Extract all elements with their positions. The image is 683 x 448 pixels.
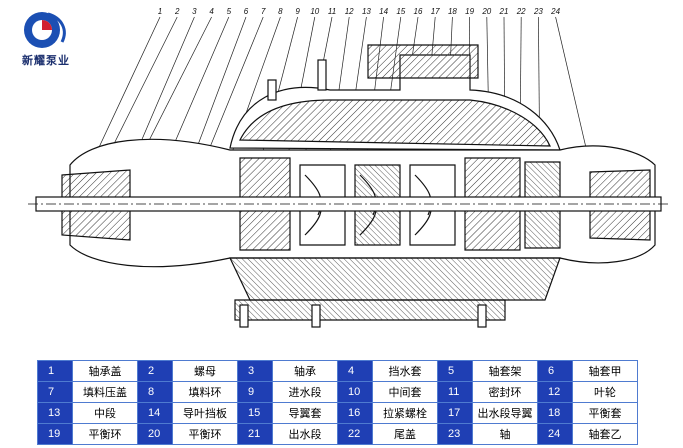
logo-mark-icon (24, 12, 66, 48)
callout-number-15: 15 (396, 7, 405, 16)
callout-number-9: 9 (295, 7, 300, 16)
legend-part-name: 密封环 (472, 381, 538, 403)
legend-part-number: 7 (37, 381, 73, 403)
legend-part-number: 15 (237, 402, 273, 424)
callout-number-8: 8 (278, 7, 283, 16)
legend-part-name: 轴承 (272, 360, 338, 382)
legend-part-name: 拉紧螺栓 (372, 402, 438, 424)
callout-number-22: 22 (516, 7, 526, 16)
callout-number-19: 19 (465, 7, 474, 16)
legend-part-number: 1 (37, 360, 73, 382)
callout-number-23: 23 (533, 7, 543, 16)
legend-part-number: 5 (437, 360, 473, 382)
callout-number-14: 14 (379, 7, 388, 16)
legend-part-name: 出水段 (272, 423, 338, 445)
legend-part-number: 2 (137, 360, 173, 382)
legend-part-number: 12 (537, 381, 573, 403)
legend-part-number: 9 (237, 381, 273, 403)
callout-number-21: 21 (499, 7, 509, 16)
pump-body (28, 44, 668, 328)
legend-part-number: 22 (337, 423, 373, 445)
legend-part-name: 导叶挡板 (172, 402, 238, 424)
legend-part-number: 4 (337, 360, 373, 382)
legend-part-number: 11 (437, 381, 473, 403)
legend-part-name: 进水段 (272, 381, 338, 403)
legend-part-name: 轴套架 (472, 360, 538, 382)
legend-part-number: 24 (537, 423, 573, 445)
legend-part-number: 13 (37, 402, 73, 424)
legend-part-name: 尾盖 (372, 423, 438, 445)
legend-part-name: 中间套 (372, 381, 438, 403)
legend-part-name: 平衡环 (172, 423, 238, 445)
callout-number-13: 13 (362, 7, 371, 16)
legend-part-number: 10 (337, 381, 373, 403)
legend-part-name: 螺母 (172, 360, 238, 382)
legend-part-number: 19 (37, 423, 73, 445)
callout-number-24: 24 (550, 7, 560, 16)
legend-part-number: 8 (137, 381, 173, 403)
callout-number-16: 16 (414, 7, 423, 16)
legend-part-number: 21 (237, 423, 273, 445)
legend-part-name: 填料环 (172, 381, 238, 403)
callout-number-1: 1 (158, 7, 162, 16)
legend-part-name: 挡水套 (372, 360, 438, 382)
callout-number-12: 12 (345, 7, 354, 16)
legend-part-number: 3 (237, 360, 273, 382)
legend-part-name: 导翼套 (272, 402, 338, 424)
brand-logo: 新耀泵业 (6, 8, 86, 68)
callout-number-20: 20 (481, 7, 491, 16)
legend-part-name: 填料压盖 (72, 381, 138, 403)
legend-part-name: 轴套甲 (572, 360, 638, 382)
legend-part-name: 叶轮 (572, 381, 638, 403)
callout-number-10: 10 (310, 7, 319, 16)
legend-part-number: 23 (437, 423, 473, 445)
callout-number-7: 7 (261, 7, 266, 16)
legend-part-number: 6 (537, 360, 573, 382)
callout-number-2: 2 (174, 7, 180, 16)
callout-number-18: 18 (448, 7, 457, 16)
legend-part-name: 轴套乙 (572, 423, 638, 445)
callout-number-4: 4 (209, 7, 214, 16)
legend-part-name: 平衡环 (72, 423, 138, 445)
callout-number-6: 6 (244, 7, 249, 16)
legend-part-number: 14 (137, 402, 173, 424)
legend-part-number: 20 (137, 423, 173, 445)
brand-name: 新耀泵业 (22, 54, 70, 67)
callout-number-5: 5 (227, 7, 232, 16)
callout-number-11: 11 (328, 7, 336, 16)
legend-part-number: 16 (337, 402, 373, 424)
legend-part-name: 平衡套 (572, 402, 638, 424)
legend-part-name: 出水段导翼 (472, 402, 538, 424)
legend-part-name: 轴承盖 (72, 360, 138, 382)
callout-number-3: 3 (192, 7, 197, 16)
legend-part-name: 轴 (472, 423, 538, 445)
legend-part-number: 17 (437, 402, 473, 424)
legend-part-number: 18 (537, 402, 573, 424)
callout-number-17: 17 (431, 7, 440, 16)
legend-part-name: 中段 (72, 402, 138, 424)
